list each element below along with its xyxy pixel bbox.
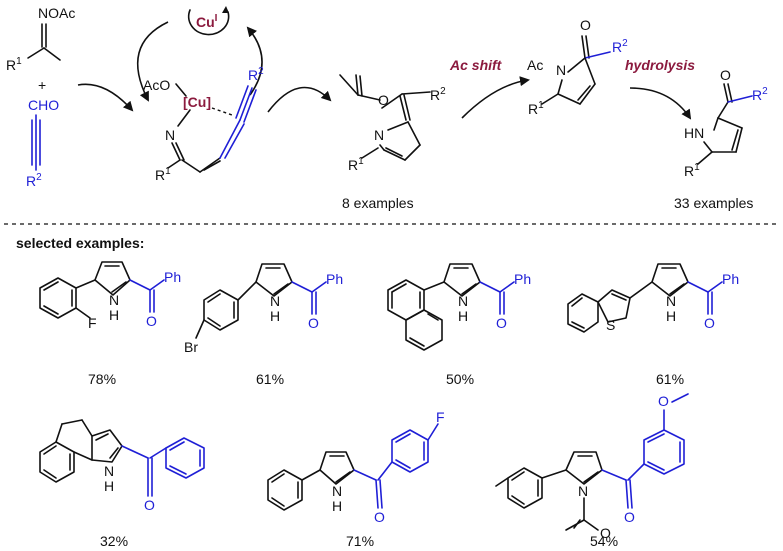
ex2-yield: 61% (256, 371, 284, 387)
ex7-n: N (578, 483, 588, 499)
p3-hn-label: HN (684, 125, 704, 141)
example-3: N H O Ph 50% (387, 263, 531, 387)
product-enol-acetate: O R2 N R1 8 examples (339, 74, 446, 211)
p2-n-label: N (556, 62, 566, 78)
arrow-hydrolysis (629, 87, 692, 120)
ex2-n: N (270, 293, 280, 309)
ac-shift-label: Ac shift (449, 57, 503, 73)
product-nh-pyrrole: O R2 HN R1 33 examples (674, 67, 768, 211)
p2-ac-label: Ac (527, 57, 543, 73)
cu-bracket-label: [Cu] (183, 94, 211, 110)
cycle-arrow-right (246, 26, 263, 96)
plus-sign: + (38, 77, 46, 93)
ex5-h: H (104, 478, 114, 494)
example-1: F N H O Ph 78% (39, 261, 181, 387)
ex4-yield: 61% (656, 371, 684, 387)
p1-n-label: N (374, 127, 384, 143)
p2-o-label: O (580, 17, 591, 33)
example-2: Br N H O Ph 61% (184, 263, 343, 387)
ex7-yield: 54% (590, 533, 618, 549)
ex4-ph: Ph (722, 271, 739, 287)
ex7-o-methoxy: O (658, 393, 669, 409)
cho-label: CHO (28, 97, 59, 113)
cu-label: CuI (196, 13, 218, 30)
cu-intermediate: AcO [Cu] N R1 R2 (143, 66, 264, 183)
ex1-h: H (109, 307, 119, 323)
p2-r1: R1 (528, 100, 544, 117)
ex6-o: O (374, 509, 385, 525)
p1-r1: R1 (348, 156, 364, 173)
ex4-o: O (704, 315, 715, 331)
ex1-ph: Ph (164, 269, 181, 285)
ex2-br: Br (184, 339, 198, 355)
ex3-ph: Ph (514, 271, 531, 287)
ex5-n: N (104, 463, 114, 479)
ex6-yield: 71% (346, 533, 374, 549)
reagent-oxime: NOAc R1 (6, 5, 75, 73)
ex2-o: O (308, 315, 319, 331)
p3-r2: R2 (752, 86, 768, 103)
ex5-yield: 32% (100, 533, 128, 549)
p1-r2: R2 (430, 86, 446, 103)
int-r2: R2 (248, 66, 264, 83)
ex6-n: N (332, 483, 342, 499)
example-6: N H O F 71% (267, 409, 445, 549)
ex1-o: O (146, 313, 157, 329)
aco-label: AcO (143, 77, 170, 93)
ex1-yield: 78% (88, 371, 116, 387)
ex6-f: F (436, 409, 445, 425)
ex1-n: N (109, 292, 119, 308)
ex3-o: O (496, 315, 507, 331)
p2-r2: R2 (612, 38, 628, 55)
product-n-acetyl-pyrrole: Ac N O R2 R1 (527, 17, 628, 117)
n-label: N (165, 127, 175, 143)
int-r1: R1 (155, 166, 171, 183)
ex3-n: N (458, 293, 468, 309)
ex2-h: H (270, 308, 280, 324)
r2-label: R2 (26, 172, 42, 189)
ex3-h: H (458, 308, 468, 324)
noac-label: NOAc (38, 5, 75, 21)
ex6-h: H (332, 498, 342, 514)
cycle-arrow-left (136, 21, 169, 102)
ex7-o-acetyl: O (600, 525, 611, 541)
ex4-h: H (666, 308, 676, 324)
selected-examples-header: selected examples: (16, 235, 144, 251)
p1-o-label: O (378, 92, 389, 108)
ex7-o: O (624, 509, 635, 525)
arrow-to-product1 (267, 86, 332, 113)
p1-examples: 8 examples (342, 195, 414, 211)
example-4: S N H O Ph 61% (567, 263, 739, 387)
example-7: N O O O 54% (495, 393, 689, 549)
ex4-n: N (666, 293, 676, 309)
reagent-ynal: CHO R2 (26, 97, 59, 189)
hydrolysis-label: hydrolysis (625, 57, 695, 73)
ex4-s: S (606, 317, 615, 333)
ex5-o: O (144, 497, 155, 513)
ex3-yield: 50% (446, 371, 474, 387)
ex1-f: F (88, 315, 97, 331)
p3-o-label: O (720, 67, 731, 83)
p3-r1: R1 (684, 162, 700, 179)
r1-label: R1 (6, 56, 22, 73)
arrow-in (77, 83, 134, 112)
example-5: N H O 32% (39, 419, 205, 549)
ex2-ph: Ph (326, 271, 343, 287)
copper-catalyst: CuI (187, 6, 230, 36)
p3-examples: 33 examples (674, 195, 753, 211)
arrow-ac-shift (461, 76, 530, 119)
